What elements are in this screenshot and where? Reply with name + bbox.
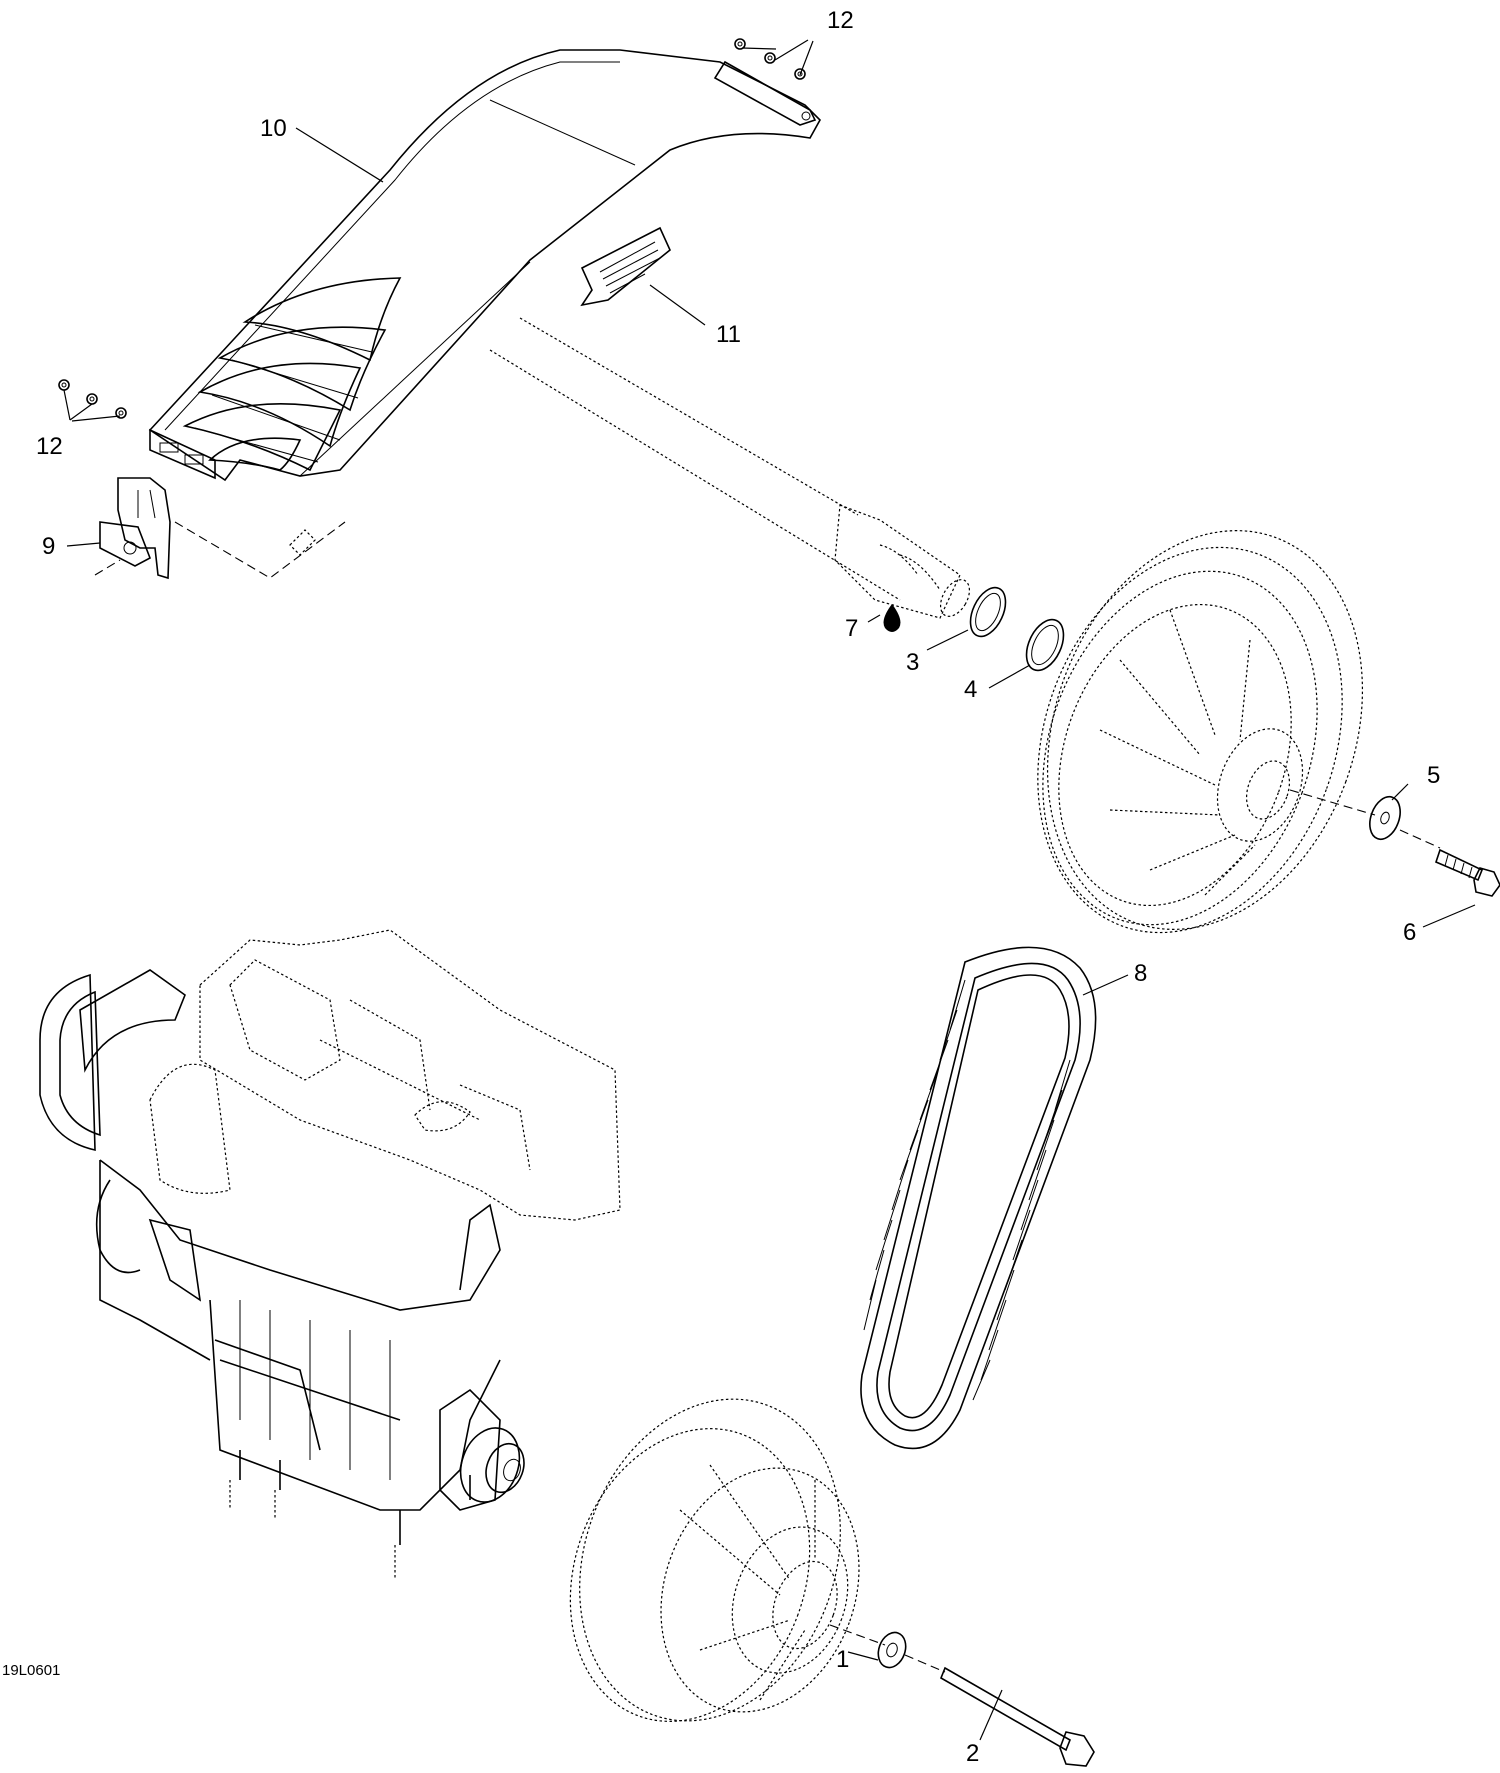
callout-2: 2	[966, 1740, 979, 1767]
callout-10: 10	[260, 115, 287, 142]
warning-label-part[interactable]	[580, 226, 671, 307]
drive-shaft-part[interactable]	[489, 317, 975, 621]
lubricant-drop-icon	[883, 604, 901, 632]
engine-assembly	[39, 929, 621, 1580]
callout-9: 9	[42, 533, 55, 560]
callout-8: 8	[1134, 960, 1147, 987]
drive-pulley-part[interactable]	[531, 1362, 892, 1758]
callout-11: 11	[716, 321, 741, 348]
callout-3: 3	[906, 649, 919, 676]
drive-bolt-part[interactable]	[939, 1666, 1095, 1767]
nuts-rear-part[interactable]	[734, 38, 806, 80]
washer-ring-part[interactable]	[1019, 614, 1071, 676]
callout-12-front: 12	[36, 433, 63, 460]
cup-washer-part[interactable]	[1364, 793, 1405, 844]
callout-12-rear: 12	[827, 7, 854, 34]
guard-bracket-part[interactable]	[99, 477, 171, 580]
pulley-washer-part[interactable]	[874, 1629, 911, 1672]
leader-lines	[63, 39, 1476, 1741]
figure-id-label: 19L0601	[2, 1662, 60, 1679]
callout-4: 4	[964, 676, 977, 703]
drive-belt-part[interactable]	[860, 946, 1097, 1450]
belt-guard-part[interactable]	[148, 49, 821, 482]
callout-1: 1	[836, 1646, 849, 1673]
callout-6: 6	[1403, 919, 1416, 946]
driven-pulley-part[interactable]	[986, 486, 1416, 976]
callout-5: 5	[1427, 762, 1440, 789]
pulley-bolt-part[interactable]	[1435, 848, 1500, 897]
shim-ring-part[interactable]	[963, 582, 1012, 642]
callout-7: 7	[845, 615, 858, 642]
